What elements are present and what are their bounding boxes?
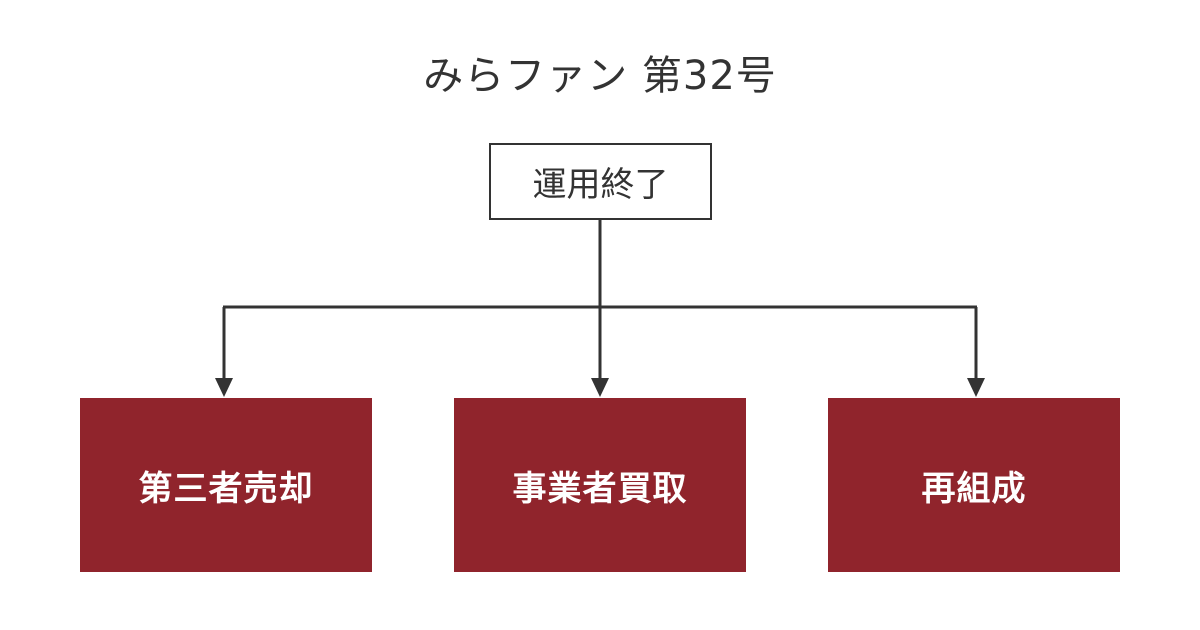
arrowhead-center-icon: [591, 378, 609, 397]
child-node-third-party-sale: 第三者売却: [80, 398, 372, 572]
child-node-label: 第三者売却: [138, 468, 314, 509]
child-node-label: 事業者買取: [512, 468, 688, 509]
child-node-restructuring: 再組成: [828, 398, 1120, 572]
arrowhead-left-icon: [215, 378, 233, 397]
root-node-box: 運用終了: [489, 143, 712, 220]
page-title: みらファン 第32号: [423, 53, 777, 99]
child-node-label: 再組成: [921, 468, 1027, 509]
arrowhead-right-icon: [967, 378, 985, 397]
root-node-label: 運用終了: [532, 165, 669, 205]
child-node-operator-buyback: 事業者買取: [454, 398, 746, 572]
